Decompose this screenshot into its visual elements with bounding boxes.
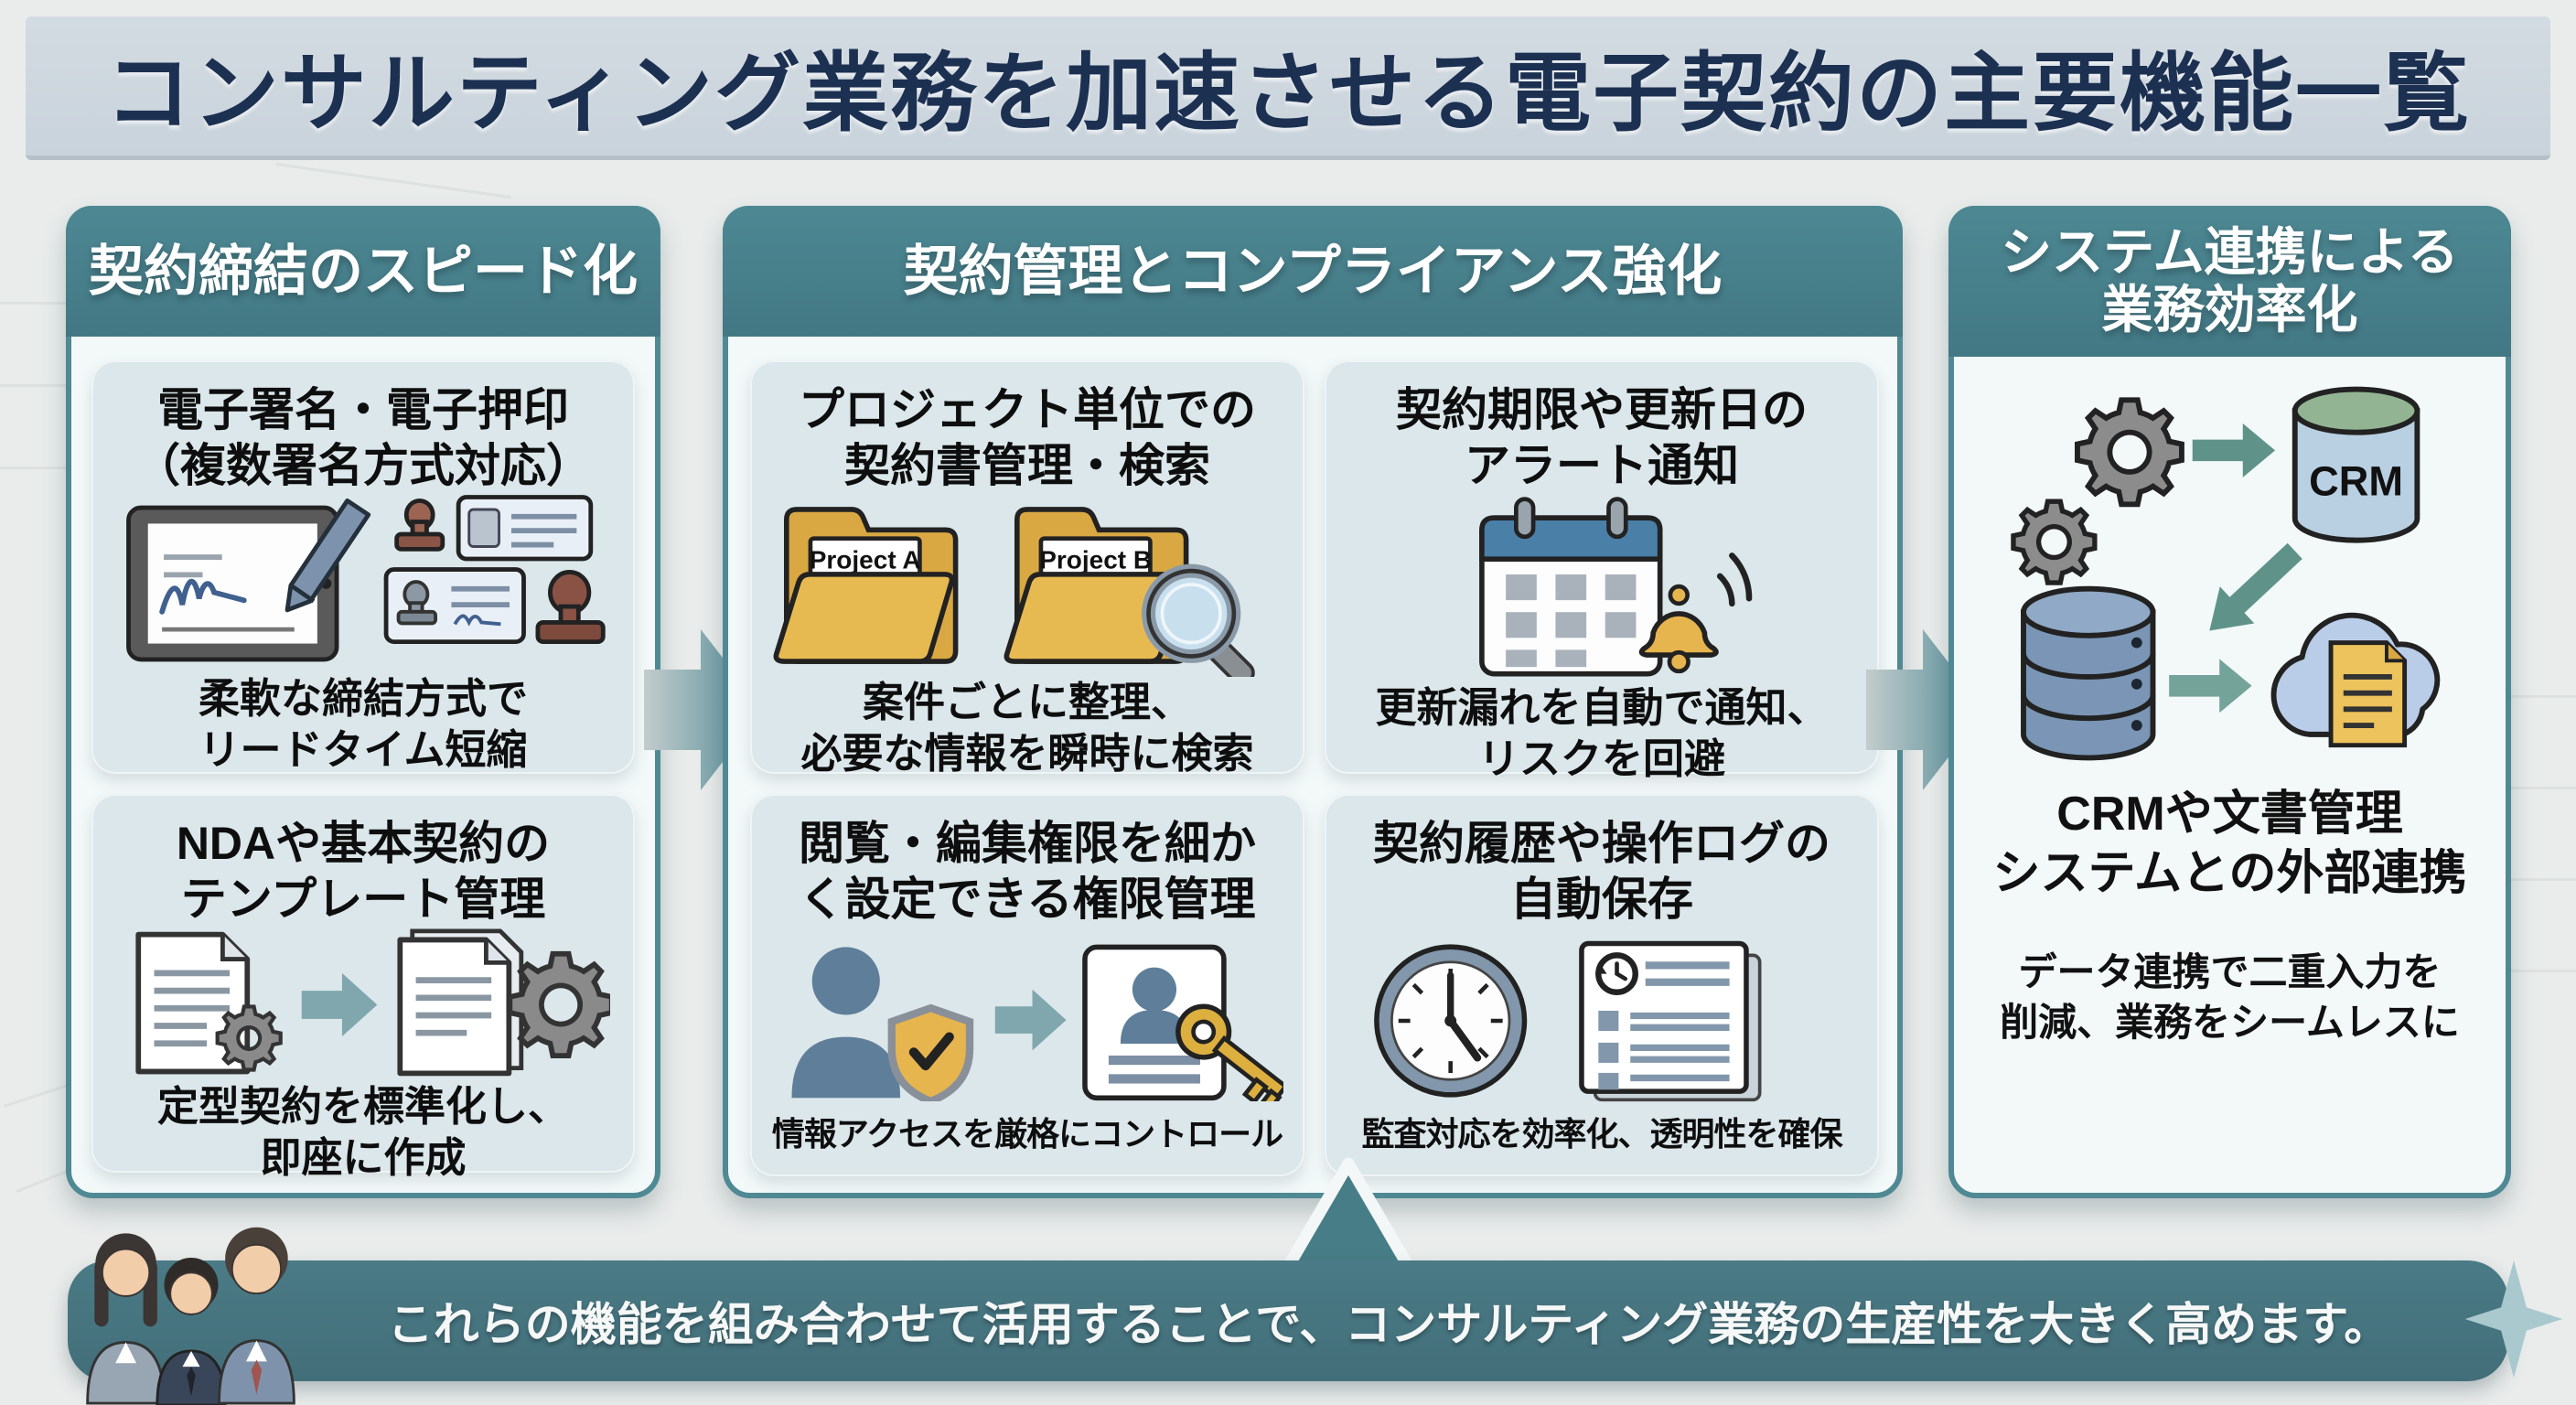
stylus-pen-icon xyxy=(284,498,371,613)
project-folders-icon: Project A Project B xyxy=(773,507,1255,677)
column-contract-speed: 契約締結のスピード化 電子署名・電子押印 （複数署名方式対応） xyxy=(66,206,660,1198)
person-woman-icon xyxy=(86,1233,166,1405)
arrow-right-icon xyxy=(994,989,1067,1050)
column-contract-management: 契約管理とコンプライアンス強化 プロジェクト単位での 契約書管理・検索 Proj… xyxy=(723,206,1903,1198)
card-title: 電子署名・電子押印 （複数署名方式対応） xyxy=(134,384,592,491)
template-icon-row xyxy=(106,928,620,1081)
card-project-search: プロジェクト単位での 契約書管理・検索 Project A Project B xyxy=(750,360,1304,777)
stamped-card-icon xyxy=(383,567,526,645)
card-title: プロジェクト単位での 契約書管理・検索 xyxy=(799,384,1256,491)
business-people-icon xyxy=(86,1227,295,1405)
gear-icon xyxy=(215,1004,283,1072)
gear-icon xyxy=(507,950,610,1059)
card-title: 契約期限や更新日の アラート通知 xyxy=(1396,384,1808,491)
system-integration-diagram: CRM xyxy=(2011,386,2441,761)
card-caption: 監査対応を効率化、透明性を確保 xyxy=(1361,1115,1842,1153)
card-title: NDAや基本契約の テンプレート管理 xyxy=(176,818,551,925)
audit-log-icon xyxy=(1579,940,1762,1101)
card-caption: 定型契約を標準化し、 即座に作成 xyxy=(156,1083,569,1182)
card-caption: 案件ごとに整理、 必要な情報を瞬時に検索 xyxy=(800,679,1254,778)
integration-caption: データ連携で二重入力を 削減、業務をシームレスに xyxy=(2000,950,2460,1044)
title-band: コンサルティング業務を加速させる電子契約の主要機能一覧 xyxy=(26,16,2550,160)
background-sketch-line xyxy=(0,384,110,387)
id-card-icon xyxy=(456,495,594,562)
cloud-document-icon xyxy=(2270,612,2441,748)
column-header: 契約管理とコンプライアンス強化 xyxy=(723,206,1903,337)
crm-label: CRM xyxy=(2309,457,2403,504)
alert-icon-row xyxy=(1339,494,1864,682)
column-system-integration: システム連携による 業務効率化 CRM xyxy=(1948,206,2511,1198)
database-icon xyxy=(2021,585,2156,761)
clock-log-icon xyxy=(1374,940,1762,1101)
card-title: 契約履歴や操作ログの 自動保存 xyxy=(1373,818,1830,925)
column-header: システム連携による 業務効率化 xyxy=(1948,206,2511,357)
permission-icon xyxy=(791,944,1283,1101)
arrow-right-icon xyxy=(2169,659,2252,713)
card-history-log: 契約履歴や操作ログの 自動保存 xyxy=(1325,794,1879,1176)
stamp-icon xyxy=(535,570,606,645)
flow-arrow-right-icon xyxy=(644,629,763,790)
gear-icon xyxy=(2011,499,2098,585)
shield-check-icon xyxy=(887,1003,974,1101)
id-card-key-icon xyxy=(1082,944,1283,1101)
arrow-right-icon xyxy=(301,972,378,1037)
card-permissions: 閲覧・編集権限を細か く設定できる権限管理 xyxy=(750,794,1304,1176)
person-middle-icon xyxy=(156,1258,227,1405)
folder-a-label: Project A xyxy=(810,545,921,574)
footer-message: これらの機能を組み合わせて活用することで、コンサルティング業務の生産性を大きく高… xyxy=(387,1299,2390,1350)
tablet-signature-icon xyxy=(126,505,339,662)
person-man-icon xyxy=(218,1227,295,1405)
key-icon xyxy=(1175,1003,1283,1101)
arrow-diagonal-icon xyxy=(2209,542,2302,631)
clock-icon xyxy=(1374,943,1528,1098)
user-icon xyxy=(791,946,901,1098)
footer-bar: これらの機能を組み合わせて活用することで、コンサルティング業務の生産性を大きく高… xyxy=(68,1260,2508,1381)
calendar-bell-icon xyxy=(1479,497,1753,677)
card-title: 閲覧・編集権限を細か く設定できる権限管理 xyxy=(799,818,1256,925)
card-alert: 契約期限や更新日の アラート通知 xyxy=(1325,360,1879,782)
card-caption: 更新漏れを自動で通知、 リスクを回避 xyxy=(1375,684,1829,783)
arrow-right-icon xyxy=(2192,423,2276,477)
card-template: NDAや基本契約の テンプレート管理 xyxy=(91,794,635,1181)
magnifier-icon xyxy=(1142,563,1255,677)
column-header: 契約締結のスピード化 xyxy=(66,206,660,337)
folder-a-icon: Project A xyxy=(773,507,959,664)
column-body: プロジェクト単位での 契約書管理・検索 Project A Project B xyxy=(728,337,1897,1193)
template-docs-gear-icon xyxy=(135,928,610,1077)
column-body: 電子署名・電子押印 （複数署名方式対応） xyxy=(71,337,655,1193)
document-stack-icon xyxy=(397,928,524,1077)
crm-database-icon: CRM xyxy=(2292,386,2420,543)
column-body: CRM CRMや文書管理 システムとの外部連携 データ連携で二重入力を 削減、業… xyxy=(1954,357,2506,1193)
bell-icon xyxy=(1638,552,1753,674)
permissions-icon-row xyxy=(765,928,1290,1113)
stamp-icon xyxy=(394,498,445,552)
page-title: コンサルティング業務を加速させる電子契約の主要機能一覧 xyxy=(104,45,2472,141)
tablet-signature-and-stamps-icon xyxy=(126,495,606,662)
history-clock-icon xyxy=(1594,951,1638,995)
background-sketch-line xyxy=(0,467,128,469)
background-sketch-line xyxy=(275,162,511,199)
flow-arrow-right-icon xyxy=(1866,629,1985,790)
card-caption: 柔軟な締結方式で リードタイム短縮 xyxy=(198,675,528,774)
esignature-icon-row xyxy=(106,494,620,673)
card-caption: 情報アクセスを厳格にコントロール xyxy=(771,1115,1283,1153)
sparkle-icon xyxy=(2464,1260,2563,1378)
card-esignature: 電子署名・電子押印 （複数署名方式対応） xyxy=(91,360,635,774)
history-icon-row xyxy=(1339,928,1864,1113)
folder-b-label: Project B xyxy=(1039,545,1152,574)
integration-title: CRMや文書管理 システムとの外部連携 xyxy=(1992,788,2467,900)
folders-icon-row: Project A Project B xyxy=(765,494,1290,677)
gear-icon xyxy=(2075,397,2184,508)
calendar-icon xyxy=(1479,497,1663,677)
